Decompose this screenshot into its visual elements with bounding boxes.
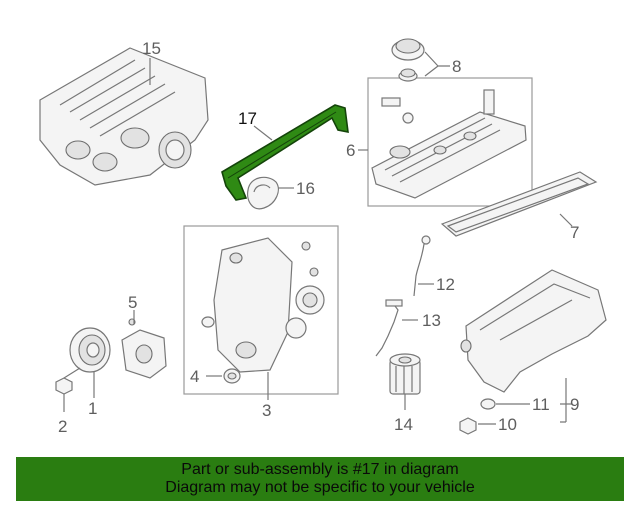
- notice-line-1: Part or sub-assembly is #17 in diagram: [181, 461, 459, 478]
- notice-line-2: Diagram may not be specific to your vehi…: [165, 479, 475, 496]
- callout-11: 11: [532, 395, 550, 414]
- callout-7: 7: [570, 223, 579, 242]
- dipstick-tube-part-13[interactable]: [375, 299, 403, 357]
- callout-2: 2: [58, 417, 67, 436]
- callout-4: 4: [190, 367, 199, 386]
- callout-9: 9: [570, 395, 579, 414]
- callout-12: 12: [436, 275, 455, 294]
- callout-13: 13: [422, 311, 441, 330]
- callout-1: 1: [88, 399, 97, 418]
- dipstick-part-12[interactable]: [413, 235, 431, 297]
- notice-banner: Part or sub-assembly is #17 in diagram D…: [16, 457, 624, 501]
- callout-16: 16: [296, 179, 315, 198]
- oil-filler-cap-part-8[interactable]: [391, 38, 425, 82]
- valve-cover-gasket-part-7[interactable]: [440, 171, 598, 237]
- oil-filter-part-14[interactable]: [389, 353, 421, 395]
- callout-10: 10: [498, 415, 517, 434]
- timing-cover-group-box: [183, 225, 339, 395]
- valve-cover-part-6[interactable]: [371, 89, 527, 199]
- timing-cover-part-3[interactable]: [201, 237, 325, 373]
- intake-manifold-part-15[interactable]: [39, 47, 209, 186]
- crank-pulley-part-1[interactable]: [69, 327, 111, 373]
- callout-17: 17: [238, 109, 257, 128]
- callout-5: 5: [128, 293, 137, 312]
- drain-plug-part-10[interactable]: [459, 417, 477, 435]
- oil-pan-part-9[interactable]: [460, 269, 607, 393]
- valve-cover-group-box: [367, 77, 533, 207]
- callout-14: 14: [394, 415, 413, 434]
- callout-3: 3: [262, 401, 271, 420]
- callout-8: 8: [452, 57, 461, 76]
- drain-plug-gasket-part-11[interactable]: [480, 398, 496, 410]
- crank-seal-part-4[interactable]: [223, 368, 241, 384]
- callout-15: 15: [142, 39, 161, 58]
- callout-6: 6: [346, 141, 355, 160]
- water-pump-part-5[interactable]: [121, 318, 167, 379]
- parts-diagram: 15 17 16 6 8 7: [39, 38, 607, 436]
- timing-chain-guide-part-17[interactable]: [221, 104, 349, 201]
- gasket-part-16[interactable]: [247, 176, 279, 210]
- pulley-bolt-part-2[interactable]: [55, 367, 81, 395]
